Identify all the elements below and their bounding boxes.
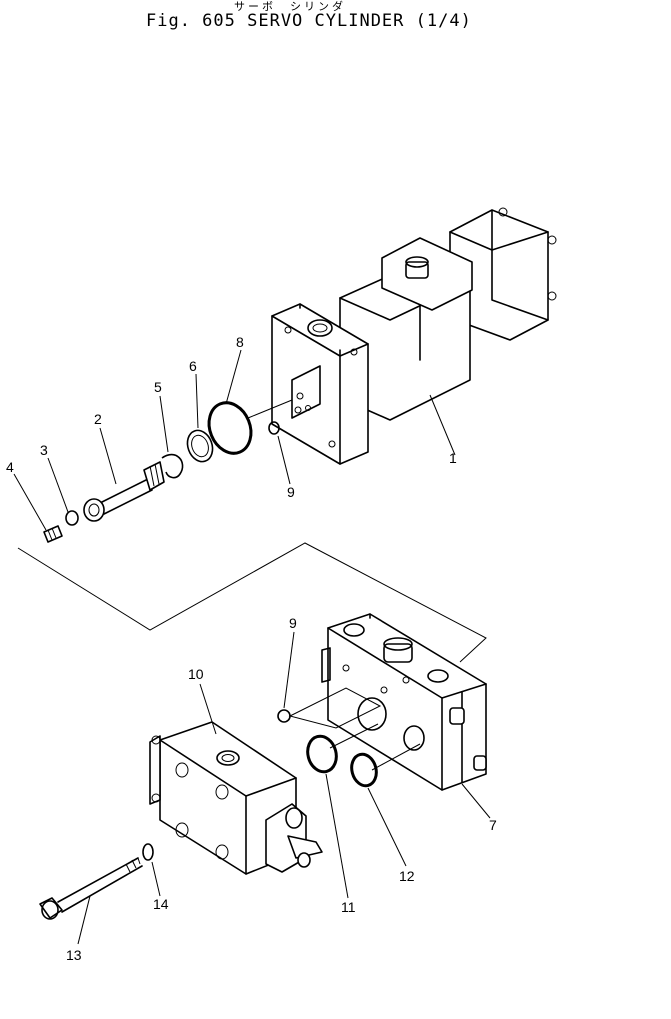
part-9-o-ring-upper xyxy=(268,421,280,435)
figure-title: Fig. 605 SERVO CYLINDER (1/4) xyxy=(146,11,472,31)
part-8-o-ring-large xyxy=(207,401,253,455)
callout-2: 2 xyxy=(94,411,102,427)
part-9-o-ring-lower xyxy=(277,709,291,723)
figure-header: サーボ シリンダ Fig. 605 SERVO CYLINDER (1/4) xyxy=(146,0,506,34)
callout-6: 6 xyxy=(189,358,197,374)
callout-12: 12 xyxy=(399,868,415,884)
part-2-spool xyxy=(83,461,165,522)
leader-lines xyxy=(13,349,491,945)
part-13-bolt xyxy=(39,857,143,920)
part-11-o-ring xyxy=(306,734,338,774)
callout-13: 13 xyxy=(66,947,82,963)
callout-14: 14 xyxy=(153,896,169,912)
callout-9-upper: 9 xyxy=(287,484,295,500)
callout-4: 4 xyxy=(6,459,14,475)
part-10-actuator-block xyxy=(149,721,323,875)
callout-9-lower: 9 xyxy=(289,615,297,631)
assembly-bracket-line xyxy=(17,542,487,663)
callout-7: 7 xyxy=(489,817,497,833)
part-12-o-ring xyxy=(350,752,378,788)
part-6-backup-ring xyxy=(186,429,214,463)
callout-3: 3 xyxy=(40,442,48,458)
part-1-cylinder-body xyxy=(271,207,557,465)
callout-10: 10 xyxy=(188,666,204,682)
callout-11: 11 xyxy=(341,899,356,915)
part-14-washer xyxy=(142,843,154,861)
assembly-axis-line xyxy=(247,399,293,419)
callout-1: 1 xyxy=(449,450,457,466)
part-4-plug xyxy=(43,525,63,543)
valve-axis-line-b xyxy=(371,743,421,771)
callout-8: 8 xyxy=(236,334,244,350)
callout-5: 5 xyxy=(154,379,162,395)
valve-axis-line-a xyxy=(329,723,379,749)
part-5-retainer xyxy=(161,453,184,479)
part-3-o-ring-small xyxy=(65,510,79,526)
callout-numbers: 1 2 3 4 5 6 7 8 9 9 10 11 12 13 14 xyxy=(6,334,497,963)
part-7-valve-body xyxy=(321,613,487,791)
japanese-subtitle: サーボ シリンダ xyxy=(234,0,346,13)
valve-port-guide xyxy=(288,687,382,729)
